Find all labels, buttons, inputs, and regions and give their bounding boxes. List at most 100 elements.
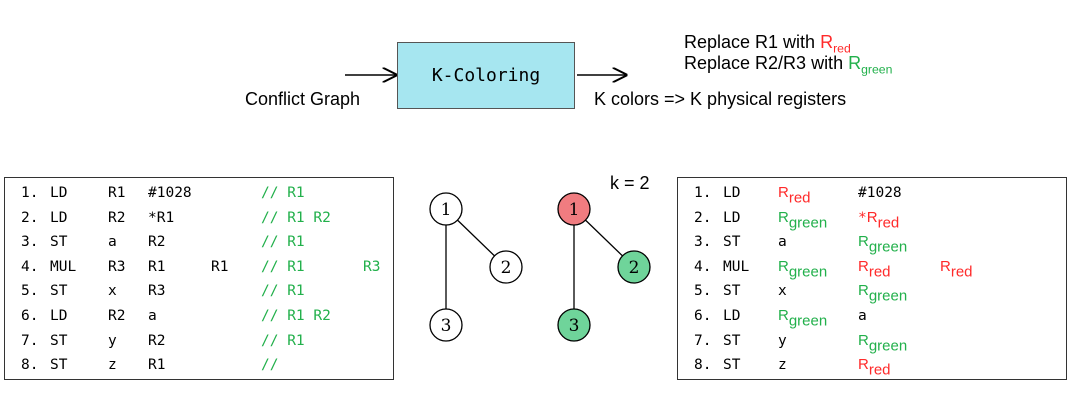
code-a1-text: y — [778, 332, 787, 349]
code-a2: R2 — [148, 234, 166, 251]
code-a1: z — [108, 357, 117, 374]
live-comment: // R1 R2 — [261, 209, 331, 226]
code-num: 2. — [21, 209, 39, 226]
code-a1: Rgreen — [778, 255, 827, 284]
code-op: LD — [50, 185, 68, 201]
code-op: ST — [50, 357, 68, 374]
graph-node — [557, 308, 591, 342]
graph-node — [429, 192, 463, 226]
graph-node-label: 2 — [501, 258, 512, 278]
code-a1-text: R — [778, 257, 789, 275]
r-green-reg: R — [848, 53, 862, 73]
conflict-graph-label: Conflict Graph — [245, 89, 361, 109]
code-a1: Rgreen — [778, 304, 827, 333]
r-red-reg: R — [820, 32, 834, 52]
code-a2: R2 — [148, 332, 166, 349]
code-a1: x — [778, 279, 787, 303]
code-op: ST — [723, 234, 741, 251]
code-a2-sub: red — [877, 213, 900, 231]
code-op: LD — [50, 308, 68, 324]
code-a1-text: R — [778, 184, 789, 201]
replace-r2r3-line: Replace R2/R3 with Rgreen — [684, 53, 892, 76]
code-a2: a — [148, 308, 157, 324]
r-red-label: Rred — [820, 32, 851, 56]
code-a2-sub: green — [868, 287, 908, 305]
graph-node-label: 2 — [629, 258, 640, 278]
conflict-graph-uncolored: 123 — [429, 192, 523, 342]
r-green-label: Rgreen — [848, 53, 892, 76]
code-a1-text: a — [778, 234, 787, 251]
code-op: LD — [723, 209, 741, 226]
code-a2: *Rred — [858, 206, 899, 235]
code-a2-text: R — [858, 356, 869, 374]
code-line: 1. LD Rred #1028 — [678, 181, 1066, 207]
code-a3-sub: red — [950, 263, 973, 281]
live-comment: // R1 — [261, 258, 305, 275]
graph-node — [557, 192, 591, 226]
code-a2: R3 — [148, 283, 166, 300]
code-a3: R1 — [211, 258, 229, 275]
live-comment-extra: R3 — [363, 258, 381, 275]
live-comment: // — [261, 357, 279, 374]
code-op: LD — [723, 185, 741, 201]
k-equals-label: k = 2 — [610, 173, 650, 193]
code-num: 5. — [694, 283, 712, 300]
code-a2: *R1 — [148, 209, 175, 226]
code-a1-sub: green — [788, 312, 828, 330]
code-a2-text: R — [866, 208, 878, 226]
code-num: 6. — [694, 308, 712, 324]
live-comment: // R1 — [261, 332, 305, 349]
live-comment: // R1 — [261, 283, 305, 300]
code-num: 8. — [694, 357, 712, 374]
code-num: 1. — [21, 185, 39, 201]
r-red-sub: red — [833, 41, 851, 56]
code-a2: #1028 — [858, 181, 902, 205]
code-a2: Rgreen — [858, 230, 907, 259]
code-a1-text: z — [778, 357, 787, 374]
code-a2: Rred — [858, 255, 891, 284]
code-a1-sub: red — [788, 189, 811, 207]
code-a1: a — [778, 230, 787, 254]
graph-node-label: 3 — [441, 316, 452, 336]
code-op: ST — [723, 283, 741, 300]
code-a2-sub: red — [868, 263, 891, 281]
code-num: 1. — [694, 185, 712, 201]
code-a1: R1 — [108, 185, 126, 201]
k-colors-label: K colors => K physical registers — [594, 89, 847, 109]
graph-node — [617, 250, 651, 284]
replace-r1-line: Replace R1 with Rred — [684, 32, 851, 55]
code-num: 8. — [21, 357, 39, 374]
code-a1-text: R — [778, 208, 789, 226]
k-coloring-box: K-Coloring — [397, 42, 575, 109]
code-a1: R3 — [108, 258, 126, 275]
graph-node-label: 3 — [569, 316, 580, 336]
code-op: LD — [50, 209, 68, 226]
code-a2: #1028 — [148, 185, 192, 201]
code-a3: Rred — [940, 255, 973, 284]
code-a2-sub: green — [868, 336, 908, 354]
code-num: 3. — [694, 234, 712, 251]
code-num: 5. — [21, 283, 39, 300]
replace-r2r3-prefix: Replace R2/R3 with — [684, 53, 849, 73]
code-num: 7. — [21, 332, 39, 349]
code-a2-sub: green — [868, 238, 908, 256]
code-a2-prefix: * — [858, 209, 867, 226]
code-op: MUL — [723, 258, 750, 275]
code-op: LD — [723, 308, 741, 324]
code-a1-text: x — [778, 283, 787, 300]
code-op: ST — [50, 283, 68, 300]
graph-node-label: 1 — [569, 200, 580, 220]
code-a2: Rgreen — [858, 279, 907, 308]
live-comment: // R1 — [261, 234, 305, 251]
